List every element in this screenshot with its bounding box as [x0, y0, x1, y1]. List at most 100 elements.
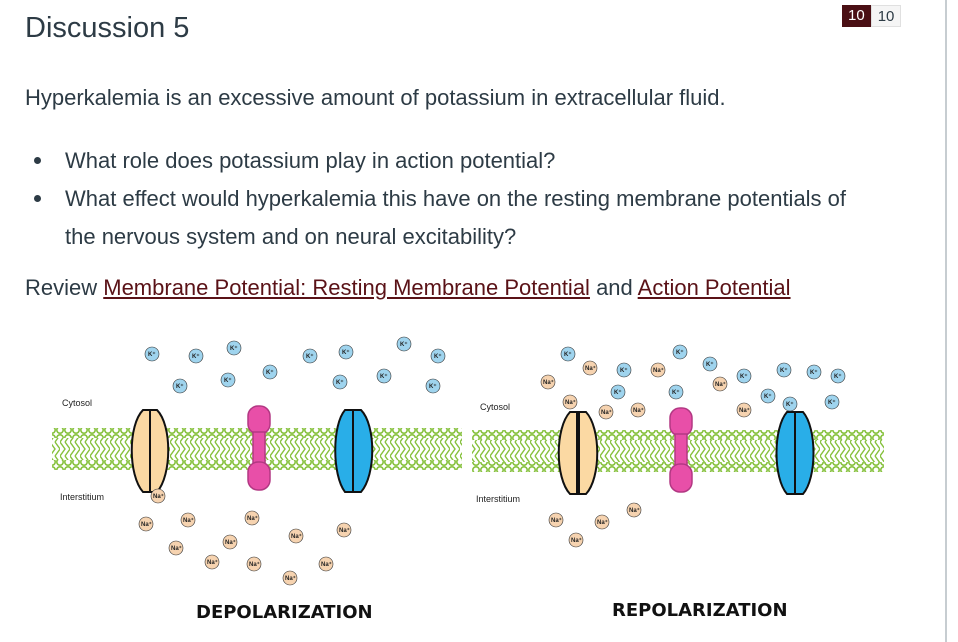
svg-text:Na⁺: Na⁺ — [207, 559, 218, 566]
k-ion: K⁺ — [302, 348, 318, 364]
svg-text:K⁺: K⁺ — [834, 373, 842, 380]
svg-text:Na⁺: Na⁺ — [715, 381, 726, 388]
content-right-border — [945, 0, 947, 642]
svg-text:K⁺: K⁺ — [786, 401, 794, 408]
k-ion: K⁺ — [616, 362, 632, 378]
na-ion: Na⁺ — [582, 360, 598, 376]
score-earned: 10 — [842, 5, 871, 27]
potassium-channel — [334, 409, 374, 493]
k-ion: K⁺ — [776, 362, 792, 378]
na-ion: Na⁺ — [288, 528, 304, 544]
depolarization-caption: DEPOLARIZATION — [196, 602, 373, 623]
svg-text:K⁺: K⁺ — [828, 399, 836, 406]
na-ion: Na⁺ — [168, 540, 184, 556]
svg-text:K⁺: K⁺ — [614, 389, 622, 396]
svg-text:K⁺: K⁺ — [810, 369, 818, 376]
svg-text:Na⁺: Na⁺ — [141, 521, 152, 528]
na-ion: Na⁺ — [562, 394, 578, 410]
intro-paragraph: Hyperkalemia is an excessive amount of p… — [25, 85, 726, 110]
sodium-potassium-pump — [247, 405, 271, 491]
svg-text:K⁺: K⁺ — [564, 351, 572, 358]
k-ion: K⁺ — [736, 368, 752, 384]
svg-text:K⁺: K⁺ — [400, 341, 408, 348]
na-ion: Na⁺ — [246, 556, 262, 572]
svg-text:Na⁺: Na⁺ — [285, 575, 296, 582]
svg-text:Na⁺: Na⁺ — [633, 407, 644, 414]
na-ion: Na⁺ — [548, 512, 564, 528]
k-ion: K⁺ — [425, 378, 441, 394]
na-ion: Na⁺ — [630, 402, 646, 418]
na-ion: Na⁺ — [244, 510, 260, 526]
svg-text:K⁺: K⁺ — [740, 373, 748, 380]
svg-text:K⁺: K⁺ — [230, 345, 238, 352]
k-ion: K⁺ — [782, 396, 798, 412]
k-ion: K⁺ — [830, 368, 846, 384]
k-ion: K⁺ — [610, 384, 626, 400]
sodium-ions: Na⁺ Na⁺ Na⁺ Na⁺ Na⁺ Na⁺ Na⁺ Na⁺ Na⁺ Na⁺ … — [540, 360, 752, 548]
score-badge: 10 10 — [842, 5, 902, 27]
potassium-channel — [775, 411, 815, 495]
na-ion: Na⁺ — [282, 570, 298, 586]
k-ion: K⁺ — [262, 364, 278, 380]
svg-text:Na⁺: Na⁺ — [739, 407, 750, 414]
svg-text:Na⁺: Na⁺ — [321, 561, 332, 568]
k-ion: K⁺ — [560, 346, 576, 362]
na-ion: Na⁺ — [138, 516, 154, 532]
svg-text:K⁺: K⁺ — [676, 349, 684, 356]
na-ion: Na⁺ — [626, 502, 642, 518]
membrane-diagram: Cytosol Interstitium DEPOLARIZATION K⁺ K… — [40, 330, 920, 630]
k-ion: K⁺ — [188, 348, 204, 364]
svg-text:Na⁺: Na⁺ — [153, 493, 164, 500]
svg-text:Na⁺: Na⁺ — [565, 399, 576, 406]
na-ion: Na⁺ — [568, 532, 584, 548]
svg-text:K⁺: K⁺ — [764, 393, 772, 400]
na-ion: Na⁺ — [318, 556, 334, 572]
svg-text:K⁺: K⁺ — [266, 369, 274, 376]
na-ion: Na⁺ — [204, 554, 220, 570]
svg-text:Na⁺: Na⁺ — [601, 409, 612, 416]
svg-text:K⁺: K⁺ — [780, 367, 788, 374]
score-possible: 10 — [870, 5, 902, 27]
svg-text:K⁺: K⁺ — [620, 367, 628, 374]
question-item: What effect would hyperkalemia this have… — [25, 180, 865, 256]
sodium-channel — [557, 411, 599, 495]
svg-text:K⁺: K⁺ — [706, 361, 714, 368]
cytosol-label: Cytosol — [62, 398, 92, 408]
svg-text:Na⁺: Na⁺ — [183, 517, 194, 524]
svg-text:Na⁺: Na⁺ — [629, 507, 640, 514]
k-ion: K⁺ — [672, 344, 688, 360]
repolarization-caption: REPOLARIZATION — [612, 600, 788, 621]
svg-text:K⁺: K⁺ — [380, 373, 388, 380]
question-item: What role does potassium play in action … — [25, 142, 865, 180]
cytosol-label: Cytosol — [480, 402, 510, 412]
k-ion: K⁺ — [668, 384, 684, 400]
k-ion: K⁺ — [806, 364, 822, 380]
svg-text:K⁺: K⁺ — [672, 389, 680, 396]
na-ion: Na⁺ — [598, 404, 614, 420]
svg-text:Na⁺: Na⁺ — [585, 365, 596, 372]
membrane-potential-link[interactable]: Membrane Potential: Resting Membrane Pot… — [103, 275, 590, 300]
sodium-potassium-pump — [669, 407, 693, 493]
k-ion: K⁺ — [220, 372, 236, 388]
k-ion: K⁺ — [396, 336, 412, 352]
svg-text:Na⁺: Na⁺ — [551, 517, 562, 524]
k-ion: K⁺ — [824, 394, 840, 410]
sodium-ions: Na⁺ Na⁺ Na⁺ Na⁺ Na⁺ Na⁺ Na⁺ Na⁺ Na⁺ Na⁺ … — [138, 488, 352, 586]
svg-text:Na⁺: Na⁺ — [171, 545, 182, 552]
action-potential-link[interactable]: Action Potential — [637, 275, 791, 300]
na-ion: Na⁺ — [222, 534, 238, 550]
k-ion: K⁺ — [144, 346, 160, 362]
repolarization-panel: Cytosol Interstitium REPOLARIZATION K⁺ K… — [472, 344, 884, 621]
svg-text:K⁺: K⁺ — [148, 351, 156, 358]
svg-text:Na⁺: Na⁺ — [249, 561, 260, 568]
svg-text:K⁺: K⁺ — [342, 349, 350, 356]
sodium-channel — [130, 409, 170, 493]
svg-text:Na⁺: Na⁺ — [543, 379, 554, 386]
k-ion: K⁺ — [226, 340, 242, 356]
na-ion: Na⁺ — [736, 402, 752, 418]
na-ion: Na⁺ — [180, 512, 196, 528]
k-ion: K⁺ — [760, 388, 776, 404]
svg-text:Na⁺: Na⁺ — [225, 539, 236, 546]
svg-text:K⁺: K⁺ — [429, 383, 437, 390]
na-ion: Na⁺ — [594, 514, 610, 530]
